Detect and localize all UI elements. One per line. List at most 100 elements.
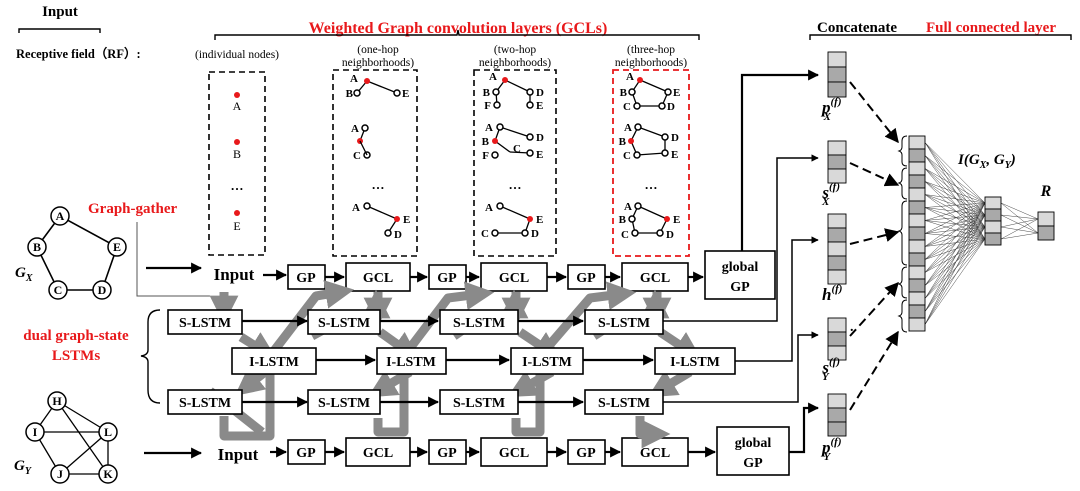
svg-text:I-LSTM: I-LSTM (522, 355, 572, 370)
fc-line (924, 226, 986, 286)
svg-text:S-LSTM: S-LSTM (318, 316, 370, 331)
interaction-label: I(GX, GY) (957, 152, 1016, 171)
col2-caption-1: (two-hop (494, 44, 536, 56)
fc-line (924, 220, 986, 228)
gx-node-e: E (113, 240, 121, 254)
fc-line (924, 155, 986, 216)
fc-line (924, 181, 986, 204)
label-s-y: s(f)Y (821, 356, 840, 383)
hidden-layer (984, 196, 1002, 246)
g2a-a: A (489, 71, 497, 83)
concat-cell (908, 174, 926, 189)
concat-arrows (849, 81, 900, 411)
graph-gx: A B E C D GX (15, 206, 127, 300)
gy-label: GY (14, 458, 32, 477)
g3c-a: A (624, 201, 632, 213)
fc-line (1000, 202, 1039, 220)
g3c-d: D (666, 229, 674, 241)
hidden-cell (984, 232, 1002, 246)
fc-line (924, 238, 986, 325)
g3a-b: B (620, 87, 628, 99)
s-lstm-x-3 (439, 309, 519, 335)
dual-lstm-brace (140, 309, 161, 404)
concat-braces (897, 135, 908, 333)
fc-line (924, 214, 986, 260)
s-lstm-x-4 (584, 309, 664, 335)
input-title: Input (42, 4, 78, 20)
fc-line (924, 238, 986, 286)
s-lstm-y-3 (439, 389, 519, 415)
fc-line (924, 226, 986, 325)
fc-line (924, 238, 986, 299)
svg-text:S-LSTM: S-LSTM (318, 396, 370, 411)
label-p-y: p(f)Y (820, 436, 842, 463)
concatenate-title: Concatenate (817, 20, 897, 36)
graph-gather-label: Graph-gather (88, 201, 178, 217)
fc-line (924, 226, 986, 234)
input-brace (18, 28, 101, 33)
concat-cell (908, 278, 926, 293)
g2b-a: A (485, 122, 493, 134)
fc-line (924, 238, 986, 312)
concat-cell (908, 317, 926, 332)
i-lstm-4 (654, 347, 736, 375)
node-dot-e (234, 210, 240, 216)
g1a-b: B (346, 88, 354, 100)
fc-line (924, 142, 986, 216)
svg-text:GCL: GCL (499, 446, 529, 461)
fc-line (924, 202, 986, 286)
g2c-d: D (531, 228, 539, 240)
fc-line (924, 233, 986, 240)
concat-cell (908, 265, 926, 280)
svg-text:S-LSTM: S-LSTM (179, 316, 231, 331)
gx-label: GX (15, 265, 33, 284)
g3c-c: C (621, 229, 629, 241)
rf-two-hop-graphs: A B D F E A D B F C E … A E C D (481, 71, 544, 240)
svg-text:…: … (372, 177, 385, 192)
g2a-f: F (484, 100, 491, 112)
g3b-c: C (623, 150, 631, 162)
g3a-e: E (673, 87, 680, 99)
gy-node-h: H (52, 394, 62, 408)
rf-box-three-hop (612, 69, 690, 257)
col0-caption: (individual nodes) (195, 49, 279, 61)
svg-text:GCL: GCL (640, 271, 670, 286)
svg-text:S-LSTM: S-LSTM (598, 316, 650, 331)
concat-cell (908, 200, 926, 215)
g2a-b: B (483, 87, 491, 99)
fc-line (924, 214, 986, 234)
g3b-d: D (671, 132, 679, 144)
fc-line (924, 194, 986, 240)
fc-line (924, 142, 986, 228)
output-cell (1037, 225, 1055, 241)
g2b-b: B (482, 136, 490, 148)
gy-node-k: K (103, 467, 113, 481)
g2c-c: C (481, 228, 489, 240)
gcl-y-1 (345, 437, 411, 467)
fc-line (924, 238, 986, 247)
fc-line (924, 194, 986, 204)
s-lstm-x-1 (167, 309, 243, 335)
g2c-e: E (536, 214, 543, 226)
fc-line (924, 207, 986, 240)
svg-text:GP: GP (437, 446, 457, 461)
svg-text:GCL: GCL (363, 446, 393, 461)
g1a-a: A (350, 73, 358, 85)
svg-text:S-LSTM: S-LSTM (598, 396, 650, 411)
fc-line (1000, 218, 1039, 240)
rf-one-hop-graphs: A B E A C … A E D (346, 73, 411, 241)
concat-cell (908, 239, 926, 254)
fc-line (924, 202, 986, 312)
svg-text:GP: GP (437, 271, 457, 286)
output-layer (1037, 211, 1055, 241)
fc-line (924, 181, 986, 228)
concat-cell (908, 161, 926, 176)
g2a-d: D (536, 87, 544, 99)
g3c-b: B (619, 214, 627, 226)
g3b-b: B (619, 136, 627, 148)
fc-line (924, 214, 986, 286)
g2b-d: D (536, 132, 544, 144)
label-h: h(f) (822, 283, 842, 304)
node-label-e: E (233, 219, 240, 233)
